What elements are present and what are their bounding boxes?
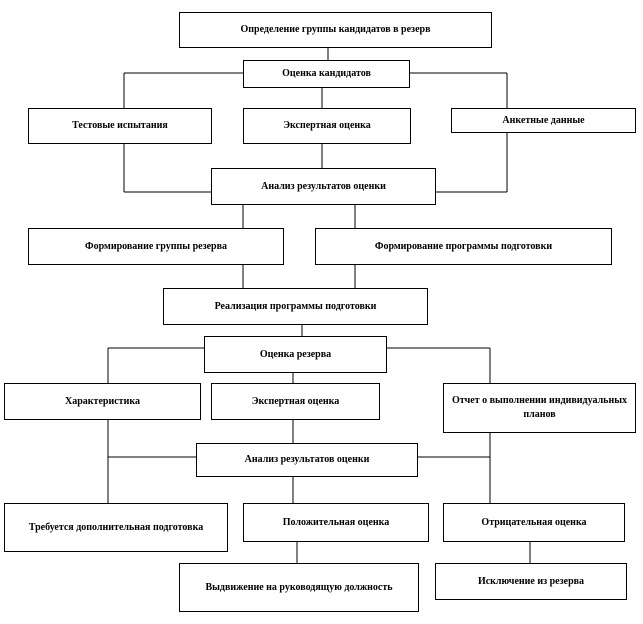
node-plans-report: Отчет о выполнении индивидуальных планов: [443, 383, 636, 433]
node-additional-training-label: Требуется дополнительная подготовка: [28, 521, 204, 533]
node-positive-label: Положительная оценка: [282, 516, 390, 528]
node-form-program: Формирование программы подготовки: [315, 228, 612, 265]
node-form-program-label: Формирование программы подготовки: [374, 240, 553, 252]
node-testing-label: Тестовые испытания: [72, 120, 168, 131]
node-promotion: Выдвижение на руководящую должность: [179, 563, 419, 612]
node-form-group-label: Формирование группы резерва: [85, 240, 227, 252]
node-negative: Отрицательная оценка: [443, 503, 625, 542]
node-plans-report-label: Отчет о выполнении индивидуальных планов: [451, 395, 628, 420]
node-definition: Определение группы кандидатов в резерв: [179, 12, 492, 48]
node-expert-evaluation-2: Экспертная оценка: [211, 383, 380, 420]
node-exclusion: Исключение из резерва: [435, 563, 627, 600]
node-analysis-2-label: Анализ результатов оценки: [244, 454, 370, 465]
node-questionnaire: Анкетные данные: [451, 108, 636, 133]
node-analysis-2: Анализ результатов оценки: [196, 443, 418, 477]
node-reserve-evaluation-label: Оценка резерва: [259, 348, 332, 360]
node-exclusion-label: Исключение из резерва: [477, 575, 585, 587]
node-program-implementation-label: Реализация программы подготовки: [214, 300, 377, 312]
node-reserve-evaluation: Оценка резерва: [204, 336, 387, 373]
node-positive: Положительная оценка: [243, 503, 429, 542]
node-candidate-evaluation-label: Оценка кандидатов: [282, 68, 371, 79]
connector-lines: [107, 47, 531, 563]
node-expert-evaluation-1: Экспертная оценка: [243, 108, 411, 144]
node-negative-label: Отрицательная оценка: [481, 516, 587, 528]
node-analysis-1: Анализ результатов оценки: [211, 168, 436, 205]
node-analysis-1-label: Анализ результатов оценки: [261, 180, 386, 192]
node-additional-training: Требуется дополнительная подготовка: [4, 503, 228, 552]
node-characteristic-label: Характеристика: [65, 395, 140, 407]
node-promotion-label: Выдвижение на руководящую должность: [205, 581, 393, 593]
node-expert-evaluation-1-label: Экспертная оценка: [283, 120, 371, 131]
node-program-implementation: Реализация программы подготовки: [163, 288, 428, 325]
node-candidate-evaluation: Оценка кандидатов: [243, 60, 410, 88]
node-expert-evaluation-2-label: Экспертная оценка: [251, 395, 340, 407]
node-form-group: Формирование группы резерва: [28, 228, 284, 265]
node-questionnaire-label: Анкетные данные: [502, 114, 585, 126]
node-definition-label: Определение группы кандидатов в резерв: [240, 24, 431, 35]
node-characteristic: Характеристика: [4, 383, 201, 420]
node-testing: Тестовые испытания: [28, 108, 212, 144]
